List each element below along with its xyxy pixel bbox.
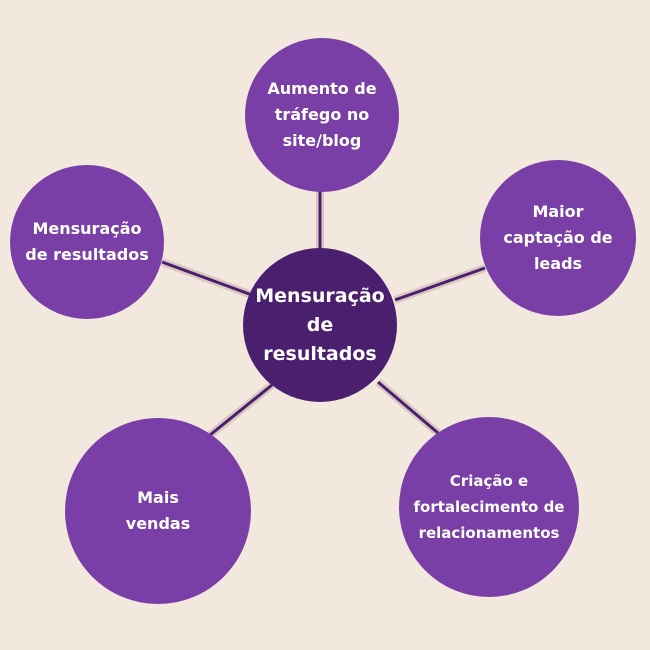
node-traffic-increase: Aumento de tráfego no site/blog — [245, 38, 399, 192]
node-label-line: de resultados — [25, 245, 149, 264]
central-node-label: Mensuração de resultados — [249, 282, 391, 369]
node-more-sales-label: Mais vendas — [126, 485, 190, 537]
node-more-sales: Mais vendas — [65, 418, 251, 604]
node-label-line: Mais — [137, 488, 179, 507]
node-lead-capture: Maior captação de leads — [480, 160, 636, 316]
node-results-measurement: Mensuração de resultados — [10, 165, 164, 319]
node-label-line: captação de — [503, 228, 613, 247]
node-results-measurement-label: Mensuração de resultados — [25, 216, 148, 268]
node-label-line: relacionamentos — [418, 524, 560, 542]
connector-bottom-left — [207, 381, 275, 439]
connector-left — [160, 258, 254, 299]
connector-bottom-right — [375, 378, 441, 437]
connector-right — [393, 264, 487, 304]
node-label-line: Maior — [532, 202, 584, 221]
node-traffic-increase-label: Aumento de tráfego no site/blog — [267, 76, 376, 154]
central-node: Mensuração de resultados — [243, 248, 397, 402]
node-relationships: Criação e fortalecimento de relacionamen… — [399, 417, 579, 597]
node-label-line: tráfego no — [274, 105, 370, 124]
node-lead-capture-label: Maior captação de leads — [503, 199, 612, 277]
central-label-line: de resultados — [263, 313, 377, 365]
node-label-line: Criação e — [449, 472, 529, 490]
node-label-line: leads — [533, 254, 583, 273]
central-label-line: Mensuração — [255, 284, 385, 307]
node-label-line: fortalecimento de — [413, 498, 565, 516]
node-label-line: Mensuração — [32, 219, 142, 238]
node-label-line: Aumento de — [267, 79, 377, 98]
node-label-line: site/blog — [282, 131, 362, 150]
node-relationships-label: Criação e fortalecimento de relacionamen… — [414, 468, 565, 546]
node-label-line: vendas — [125, 514, 191, 533]
